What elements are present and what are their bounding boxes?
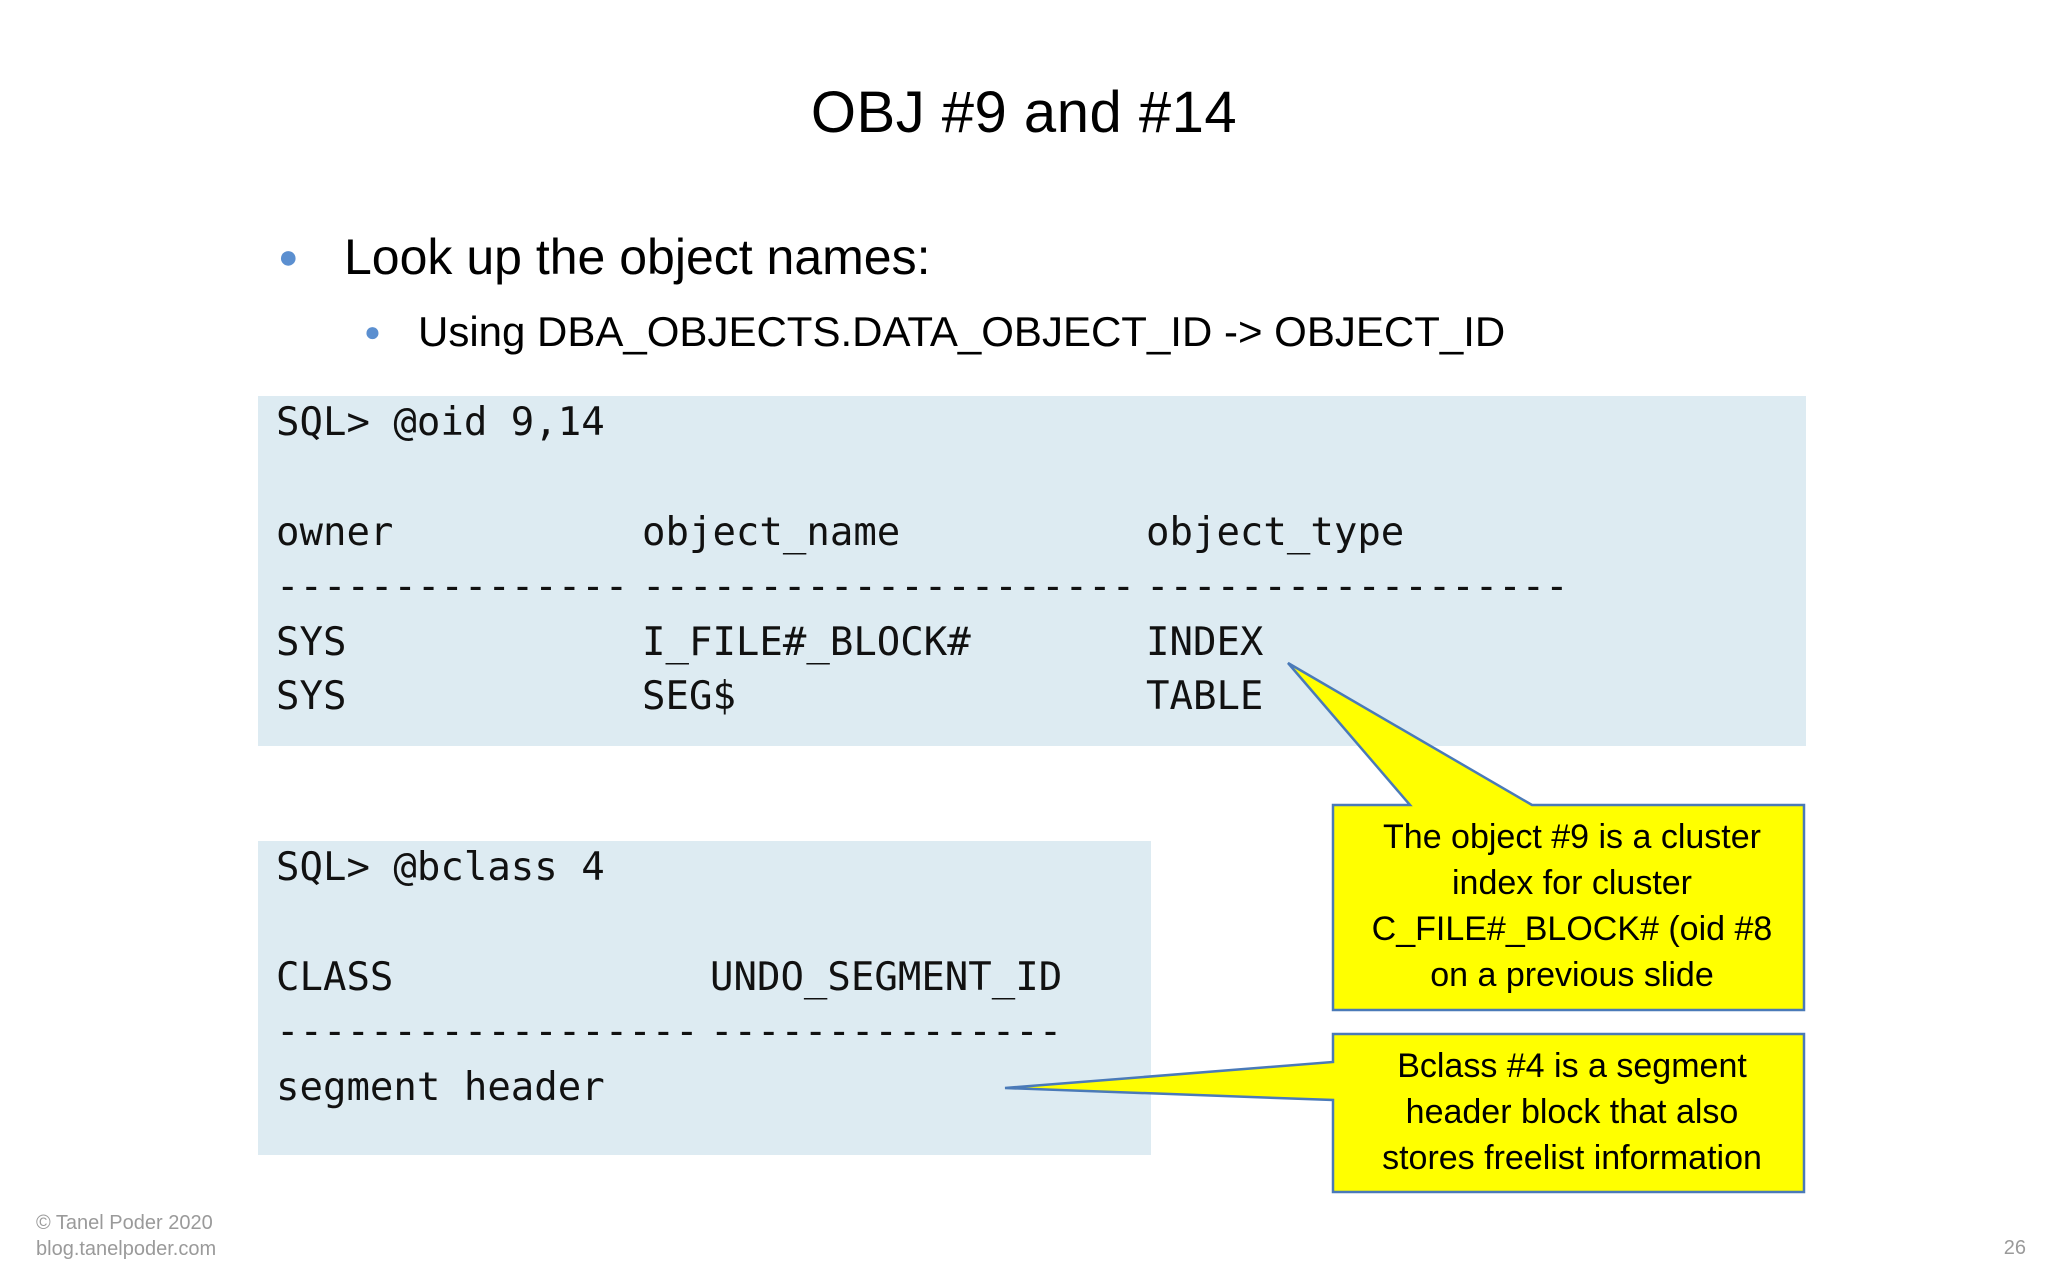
header-object-name: object_name (642, 510, 901, 555)
callout-2-text: Bclass #4 is a segment header block that… (1340, 1043, 1804, 1181)
table-row: SYS SEG$ TABLE (276, 672, 1776, 722)
header-owner: owner (276, 510, 394, 555)
separator: ------------------ (1146, 564, 1569, 609)
cell-object-name: SEG$ (642, 674, 736, 719)
cell-owner: SYS (276, 674, 347, 719)
cell-object-name: I_FILE#_BLOCK# (642, 620, 971, 665)
cell-owner: SYS (276, 620, 347, 665)
bullet-level2: ● Using DBA_OBJECTS.DATA_OBJECT_ID -> OB… (364, 302, 1505, 362)
callout-1-line: on a previous slide (1430, 956, 1714, 994)
oid-command: SQL> @oid 9,14 (276, 400, 605, 445)
bullet-level1-text: Look up the object names: (344, 229, 931, 285)
callout-2-line: stores freelist information (1382, 1139, 1762, 1177)
separator: --------------- (276, 564, 629, 609)
bullet-dot-icon: ● (278, 238, 299, 276)
callout-2-line: header block that also (1405, 1093, 1739, 1131)
oid-header-row: owner object_name object_type (276, 508, 1776, 558)
cell-object-type: TABLE (1146, 674, 1264, 719)
callout-1-line: C_FILE#_BLOCK# (oid #8 (1371, 910, 1773, 948)
bullet-dot-icon: ● (364, 316, 381, 347)
cell-class: segment header (276, 1065, 605, 1110)
oid-query-output: SQL> @oid 9,14 owner object_name object_… (258, 396, 1806, 746)
callout-2-line: Bclass #4 is a segment (1397, 1047, 1747, 1085)
bullet-level1: ● Look up the object names: (278, 224, 931, 290)
callout-1-text: The object #9 is a cluster index for clu… (1340, 814, 1804, 998)
callout-1-line: The object #9 is a cluster (1383, 818, 1761, 856)
footer: © Tanel Poder 2020 blog.tanelpoder.com (36, 1210, 216, 1262)
footer-copyright: © Tanel Poder 2020 (36, 1212, 213, 1234)
bclass-query-output: SQL> @bclass 4 CLASS UNDO_SEGMENT_ID ---… (258, 841, 1151, 1155)
table-row: segment header (276, 1063, 1136, 1113)
callout-1-line: index for cluster (1452, 864, 1692, 902)
slide-title: OBJ #9 and #14 (810, 80, 1238, 145)
footer-site: blog.tanelpoder.com (36, 1238, 217, 1260)
bclass-separator-row: ------------------ --------------- (276, 1007, 1136, 1057)
separator: --------------------- (642, 564, 1136, 609)
separator: --------------- (710, 1009, 1063, 1054)
header-object-type: object_type (1146, 510, 1405, 555)
separator: ------------------ (276, 1009, 699, 1054)
oid-separator-row: --------------- --------------------- --… (276, 562, 1776, 612)
bclass-header-row: CLASS UNDO_SEGMENT_ID (276, 953, 1136, 1003)
cell-object-type: INDEX (1146, 620, 1264, 665)
bclass-command: SQL> @bclass 4 (276, 845, 605, 890)
bullet-level2-text: Using DBA_OBJECTS.DATA_OBJECT_ID -> OBJE… (418, 308, 1506, 355)
table-row: SYS I_FILE#_BLOCK# INDEX (276, 618, 1776, 668)
page-number: 26 (2003, 1237, 2026, 1259)
header-class: CLASS (276, 955, 394, 1000)
header-undo-segment-id: UNDO_SEGMENT_ID (710, 955, 1063, 1000)
